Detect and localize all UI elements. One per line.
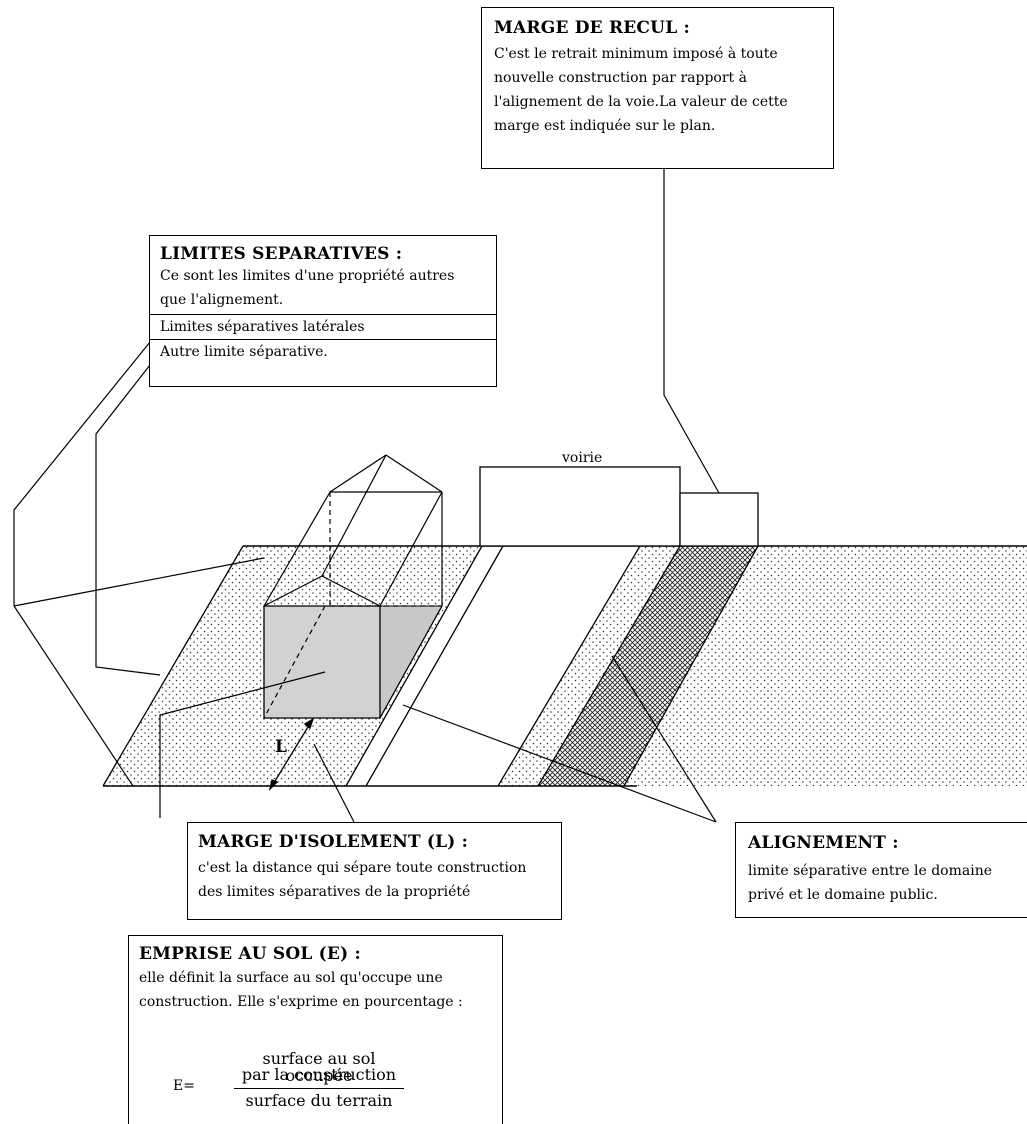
building-front-face	[263, 605, 381, 719]
formula-numerator-1: surface au sol occupée	[262, 1049, 376, 1085]
formula-label: E=	[173, 1078, 195, 1094]
voirie-road-box	[479, 466, 681, 547]
alignement-title: ALIGNEMENT :	[748, 833, 899, 853]
alignement-line-1: limite séparative entre le domaine	[748, 863, 992, 879]
building-frame	[263, 454, 443, 719]
alignement-line-2: privé et le domaine public.	[748, 887, 938, 903]
distance-L-label: L	[275, 737, 287, 757]
marge-recul-line-2: nouvelle construction par rapport à	[494, 70, 747, 86]
emprise-sol-line-1: elle définit la surface au sol qu'occupe…	[139, 970, 443, 986]
limites-separatives-line-2: que l'alignement.	[160, 292, 284, 308]
marge-isolement-box: MARGE D'ISOLEMENT (L) : c'est la distanc…	[187, 822, 562, 920]
marge-isolement-line-2: des limites séparatives de la propriété	[198, 884, 471, 900]
limites-laterales-row: Limites séparatives latérales	[150, 314, 496, 339]
leader-lines	[13, 168, 720, 823]
slanted-boundaries	[102, 545, 759, 787]
alignement-box: ALIGNEMENT : limite séparative entre le …	[735, 822, 1027, 918]
marge-recul-line-1: C'est le retrait minimum imposé à toute	[494, 46, 778, 62]
voirie-sidewalk-box	[679, 492, 759, 547]
formula-numerator-2: par la construction	[241, 1065, 397, 1084]
formula-denominator: surface du terrain	[245, 1091, 393, 1110]
autre-limite-row: Autre limite séparative.	[150, 339, 496, 364]
road-area	[366, 546, 640, 786]
setback-dotted	[498, 546, 680, 786]
marge-isolement-title: MARGE D'ISOLEMENT (L) :	[198, 832, 469, 852]
limites-separatives-title: LIMITES SEPARATIVES :	[160, 244, 403, 264]
emprise-sol-title: EMPRISE AU SOL (E) :	[139, 944, 361, 964]
marge-recul-line-3: l'alignement de la voie.La valeur de cet…	[494, 94, 788, 110]
public-strip	[346, 546, 503, 786]
marge-recul-line-4: marge est indiquée sur le plan.	[494, 118, 716, 134]
limites-separatives-line-1: Ce sont les limites d'une propriété autr…	[160, 268, 455, 284]
marge-isolement-line-1: c'est la distance qui sépare toute const…	[198, 860, 527, 876]
emprise-sol-line-2: construction. Elle s'exprime en pourcent…	[139, 994, 463, 1010]
marge-recul-box: MARGE DE RECUL : C'est le retrait minimu…	[481, 7, 834, 169]
marge-recul-title: MARGE DE RECUL :	[494, 18, 690, 38]
voirie-label: voirie	[561, 450, 602, 466]
limites-separatives-box: LIMITES SEPARATIVES : Ce sont les limite…	[149, 235, 497, 387]
formula-fraction-bar	[234, 1088, 404, 1089]
emprise-sol-box: EMPRISE AU SOL (E) : elle définit la sur…	[128, 935, 503, 1124]
isolation-distance-arrow	[268, 717, 315, 792]
marge-recul-band	[538, 546, 758, 786]
